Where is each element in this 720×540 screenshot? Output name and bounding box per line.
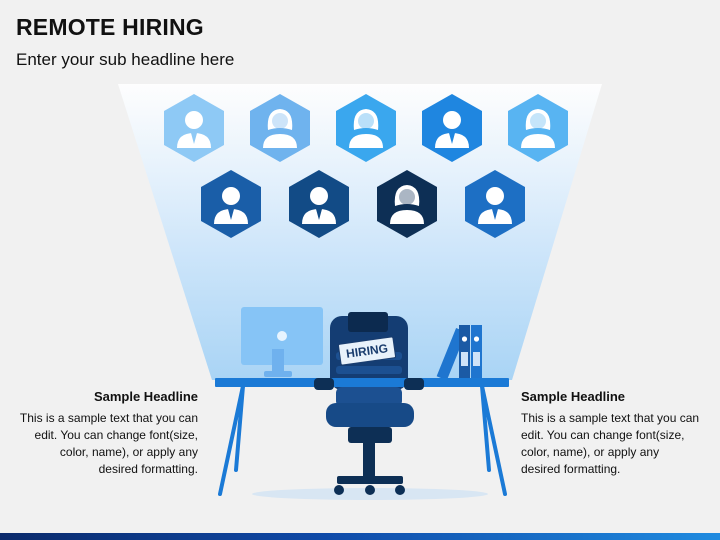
candidate-row1-3 bbox=[334, 92, 398, 164]
footer-bar bbox=[0, 533, 720, 540]
right-headline: Sample Headline bbox=[521, 389, 626, 404]
left-headline: Sample Headline bbox=[93, 389, 198, 404]
candidate-row1-2 bbox=[248, 92, 312, 164]
male-user-icon bbox=[465, 170, 525, 238]
right-text-block: Sample Headline This is a sample text th… bbox=[521, 389, 701, 478]
monitor-icon bbox=[241, 307, 323, 377]
chair-lower bbox=[314, 378, 424, 495]
male-user-icon bbox=[201, 170, 261, 238]
male-user-icon bbox=[422, 94, 482, 162]
male-user-icon bbox=[164, 94, 224, 162]
candidate-row1-1 bbox=[162, 92, 226, 164]
desk-top bbox=[215, 378, 509, 387]
candidate-row1-5 bbox=[506, 92, 570, 164]
left-body-text: This is a sample text that you can edit.… bbox=[19, 411, 198, 476]
spotlight-beam bbox=[118, 84, 602, 380]
female-user-icon bbox=[377, 170, 437, 238]
female-user-icon bbox=[336, 94, 396, 162]
slide-subtitle: Enter your sub headline here bbox=[16, 50, 235, 69]
candidate-row2-3 bbox=[375, 168, 439, 240]
candidate-row2-4 bbox=[463, 168, 527, 240]
female-user-icon bbox=[508, 94, 568, 162]
binders-icon bbox=[436, 325, 482, 381]
candidate-row2-2 bbox=[287, 168, 351, 240]
candidate-row2-1 bbox=[199, 168, 263, 240]
desk-legs bbox=[218, 384, 507, 496]
slide-title: REMOTE HIRING bbox=[16, 14, 204, 40]
candidate-row1-4 bbox=[420, 92, 484, 164]
right-body-text: This is a sample text that you can edit.… bbox=[521, 411, 700, 476]
female-user-icon bbox=[250, 94, 310, 162]
left-text-block: Sample Headline This is a sample text th… bbox=[18, 389, 198, 478]
male-user-icon bbox=[289, 170, 349, 238]
